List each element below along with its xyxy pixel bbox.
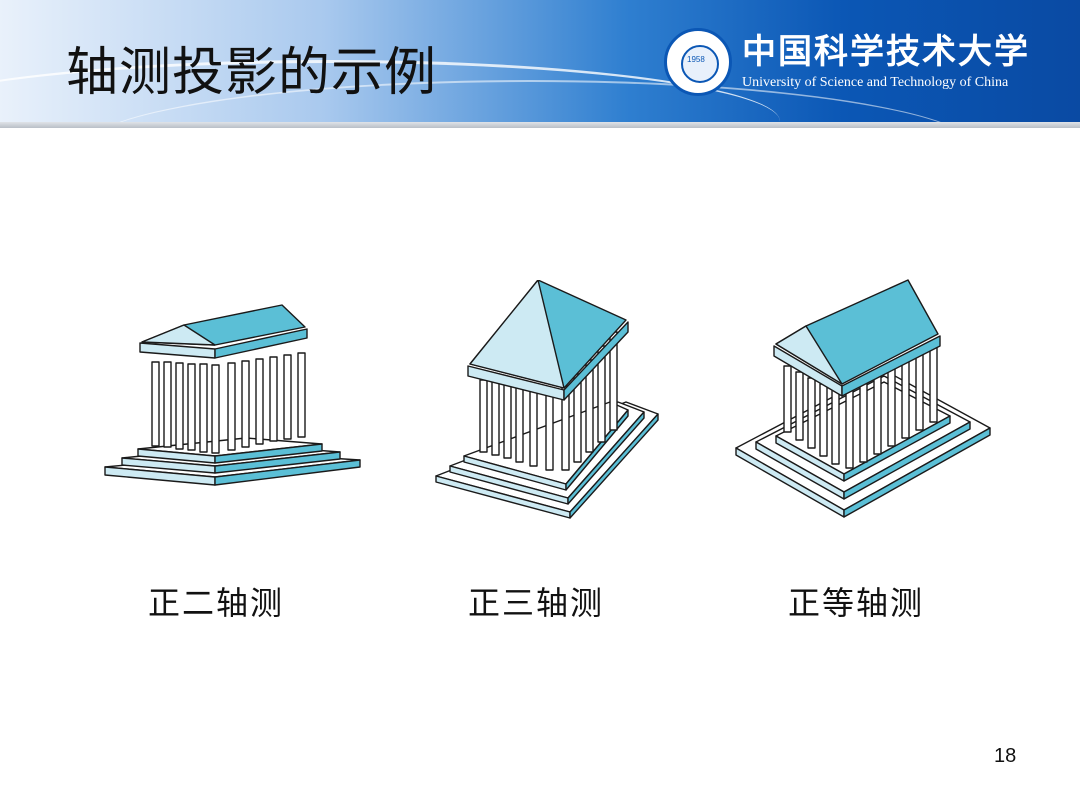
header-divider <box>0 122 1080 128</box>
slide-title: 轴测投影的示例 <box>66 43 438 103</box>
slide-header <box>0 0 1080 124</box>
caption-dimetric: 正二轴测 <box>148 584 285 622</box>
page-number: 18 <box>994 745 1017 767</box>
university-name-en: University of Science and Technology of … <box>742 75 1009 90</box>
caption-isometric: 正等轴测 <box>788 584 925 622</box>
header-swoosh <box>0 60 780 124</box>
university-seal-icon: 1958 <box>664 28 732 96</box>
temple-trimetric-icon <box>435 280 659 519</box>
temple-isometric-icon <box>735 279 991 518</box>
header-swoosh <box>80 80 980 124</box>
seal-year: 1958 <box>687 55 705 64</box>
university-logo: 1958 中国科学技术大学 University of Science and … <box>662 22 1042 102</box>
temple-dimetric-icon <box>104 304 361 486</box>
university-name-cn: 中国科学技术大学 <box>742 32 1030 72</box>
caption-trimetric: 正三轴测 <box>468 584 605 622</box>
